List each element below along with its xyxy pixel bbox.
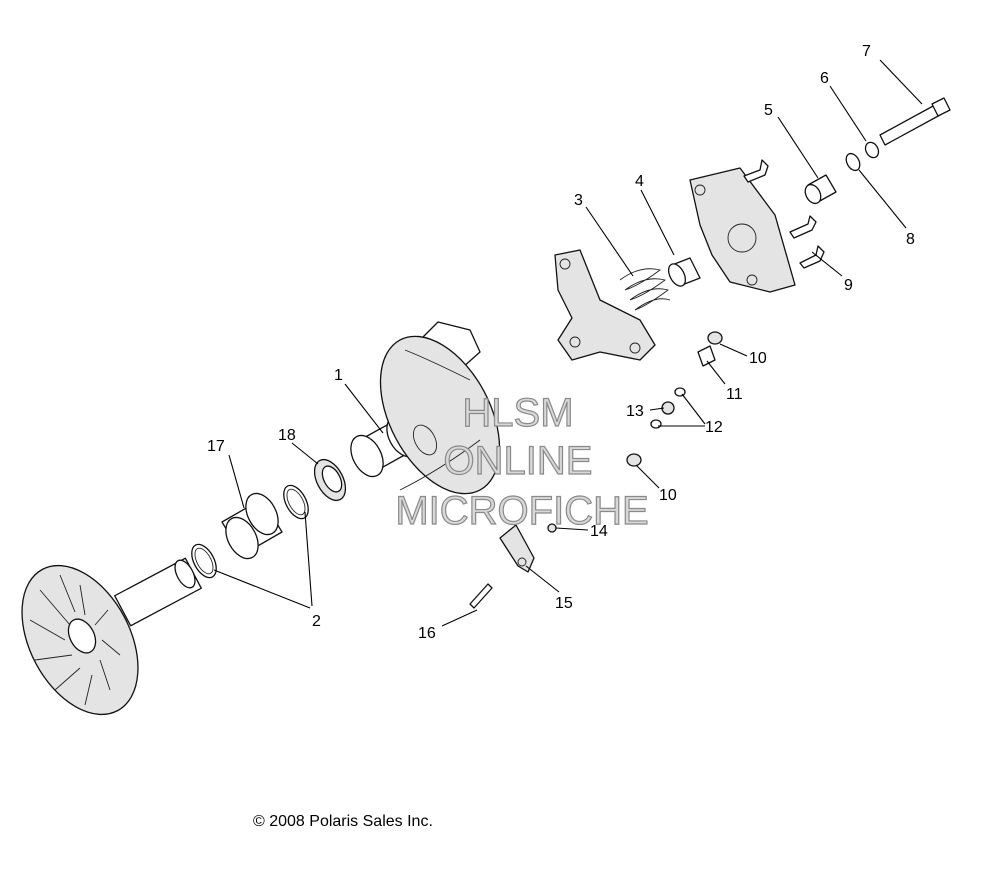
callout-3: 3 — [574, 192, 583, 209]
callout-1: 1 — [334, 367, 343, 384]
callout-10-upper: 10 — [749, 350, 767, 367]
callout-13: 13 — [626, 403, 644, 420]
cover-bolts — [743, 159, 825, 269]
spring — [619, 268, 671, 311]
leader-lines — [213, 59, 923, 627]
pin — [469, 583, 493, 609]
weight — [499, 524, 535, 573]
watermark-line-3: MICROFICHE — [395, 489, 648, 533]
sleeve — [221, 492, 283, 560]
callout-12: 12 — [705, 419, 723, 436]
callout-15: 15 — [555, 595, 573, 612]
spider-bushing — [667, 257, 701, 287]
callout-16: 16 — [418, 625, 436, 642]
callout-6: 6 — [820, 70, 829, 87]
copyright-notice: © 2008 Polaris Sales Inc. — [253, 813, 433, 830]
callout-10-lower: 10 — [659, 487, 677, 504]
callout-9: 9 — [844, 277, 853, 294]
callout-4: 4 — [635, 173, 644, 190]
cover — [689, 167, 796, 293]
callout-7: 7 — [862, 43, 871, 60]
callout-labels: 1 2 3 4 5 6 7 8 9 10 10 11 12 13 14 15 1… — [207, 43, 915, 642]
callout-11: 11 — [726, 386, 743, 403]
small-parts — [547, 331, 723, 533]
long-bolt — [879, 97, 951, 146]
movable-sheave — [379, 321, 501, 495]
callout-17: 17 — [207, 438, 225, 455]
washers — [845, 141, 880, 172]
callout-14: 14 — [590, 523, 608, 540]
watermark: HLSM ONLINE MICROFICHE — [395, 390, 650, 533]
spider — [554, 249, 656, 361]
watermark-line-1: HLSM — [462, 391, 573, 435]
callout-8: 8 — [906, 231, 915, 248]
fixed-sheave — [21, 557, 202, 716]
seal — [313, 458, 347, 502]
callout-5: 5 — [764, 102, 773, 119]
callout-2: 2 — [312, 613, 321, 630]
seal-rings — [191, 484, 309, 579]
spacer — [804, 174, 837, 205]
watermark-line-2: ONLINE — [444, 439, 593, 483]
callout-18: 18 — [278, 427, 296, 444]
